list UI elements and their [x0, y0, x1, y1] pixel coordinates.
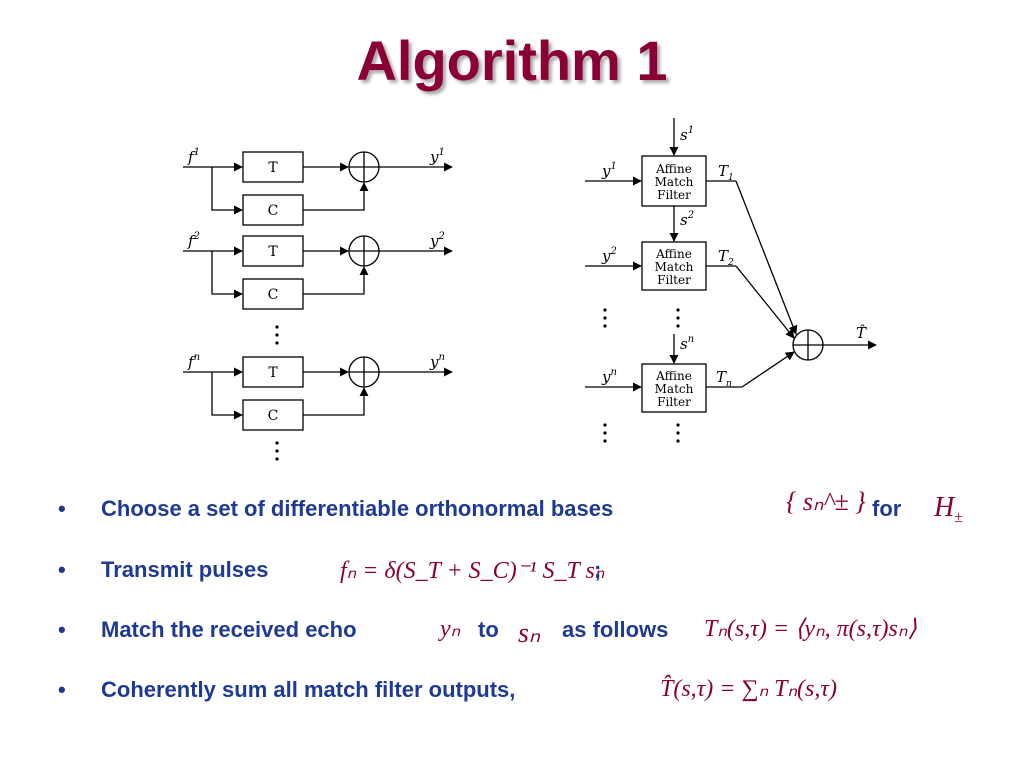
bullet-text: Coherently sum all match filter outputs, — [101, 677, 516, 702]
c-box — [242, 278, 304, 310]
echo-formula: yₙ — [440, 616, 461, 642]
left-diagram — [183, 151, 453, 431]
sum-formula: T̂(s,τ) = ∑ₙ Tₙ(s,τ) — [660, 676, 837, 702]
c-label: C — [268, 203, 279, 219]
page-title: Algorithm 1 — [356, 29, 668, 92]
affine-label: Affine — [655, 369, 692, 383]
ellipsis-dots — [275, 325, 279, 461]
affine-label: Affine — [655, 162, 692, 176]
left-row-3 — [183, 356, 453, 431]
basis-formula: { sₙ^± } — [786, 487, 866, 516]
s-label: s2 — [680, 210, 694, 229]
h-formula: H± — [934, 492, 964, 526]
bullet-mark: • — [58, 617, 66, 642]
t-label: T — [268, 365, 278, 381]
affine-match-filter-3 — [641, 363, 707, 413]
input-label: f2 — [187, 231, 200, 250]
pulse-formula: fₙ = δ(S_T + S_C)⁻¹ S_T sₙ — [340, 558, 605, 584]
ellipsis-dots — [603, 308, 680, 443]
input-label: y1 — [601, 161, 617, 180]
filter-label: Filter — [657, 273, 691, 287]
match-formula: Tₙ(s,τ) = ⟨yₙ, π(s,τ)sₙ⟩ — [704, 616, 917, 642]
c-label: C — [268, 287, 279, 303]
affine-label: Affine — [655, 247, 692, 261]
t-label: T — [268, 244, 278, 260]
left-row-2 — [183, 235, 453, 310]
bullet-text: Choose a set of differentiable orthonorm… — [101, 496, 614, 521]
left-diagram-labels: f1 y1 T C f2 y2 T C fn yn T C — [187, 147, 445, 424]
input-label: fn — [187, 352, 200, 371]
input-label: y2 — [601, 246, 617, 265]
c-box — [242, 399, 304, 431]
semicolon-text: ; — [594, 557, 602, 582]
filter-label: Filter — [657, 395, 691, 409]
to-text: to — [478, 617, 499, 642]
right-diagram — [585, 118, 877, 413]
sum-output-label: T̂ — [856, 324, 867, 342]
as-follows-text: as follows — [562, 617, 669, 642]
output-label: Tn — [716, 368, 732, 389]
affine-match-filter-1 — [641, 155, 707, 207]
match-label: Match — [655, 260, 694, 274]
right-diagram-labels: s1 y1 Affine Match Filter T1 s2 y2 Affin… — [601, 125, 867, 409]
s-label: sn — [680, 334, 694, 353]
output-label: y2 — [429, 231, 445, 250]
output-label: T2 — [718, 247, 734, 268]
s-label: s1 — [680, 125, 694, 144]
output-label: yn — [429, 352, 445, 371]
input-label: f1 — [187, 147, 200, 166]
bullet-text: Transmit pulses — [101, 557, 269, 582]
bullet-mark: • — [58, 496, 66, 521]
match-label: Match — [655, 382, 694, 396]
match-label: Match — [655, 175, 694, 189]
input-label: yn — [601, 367, 617, 386]
bullet-mark: • — [58, 677, 66, 702]
left-row-1 — [183, 151, 453, 226]
t-box — [242, 235, 304, 267]
filter-label: Filter — [657, 188, 691, 202]
output-label: y1 — [429, 147, 445, 166]
bullet-mark: • — [58, 557, 66, 582]
c-label: C — [268, 408, 279, 424]
t-label: T — [268, 160, 278, 176]
output-label: T1 — [718, 162, 734, 183]
bullet-text: Match the received echo — [101, 617, 357, 642]
for-text: for — [872, 496, 902, 521]
sn-formula: sₙ — [518, 618, 541, 649]
